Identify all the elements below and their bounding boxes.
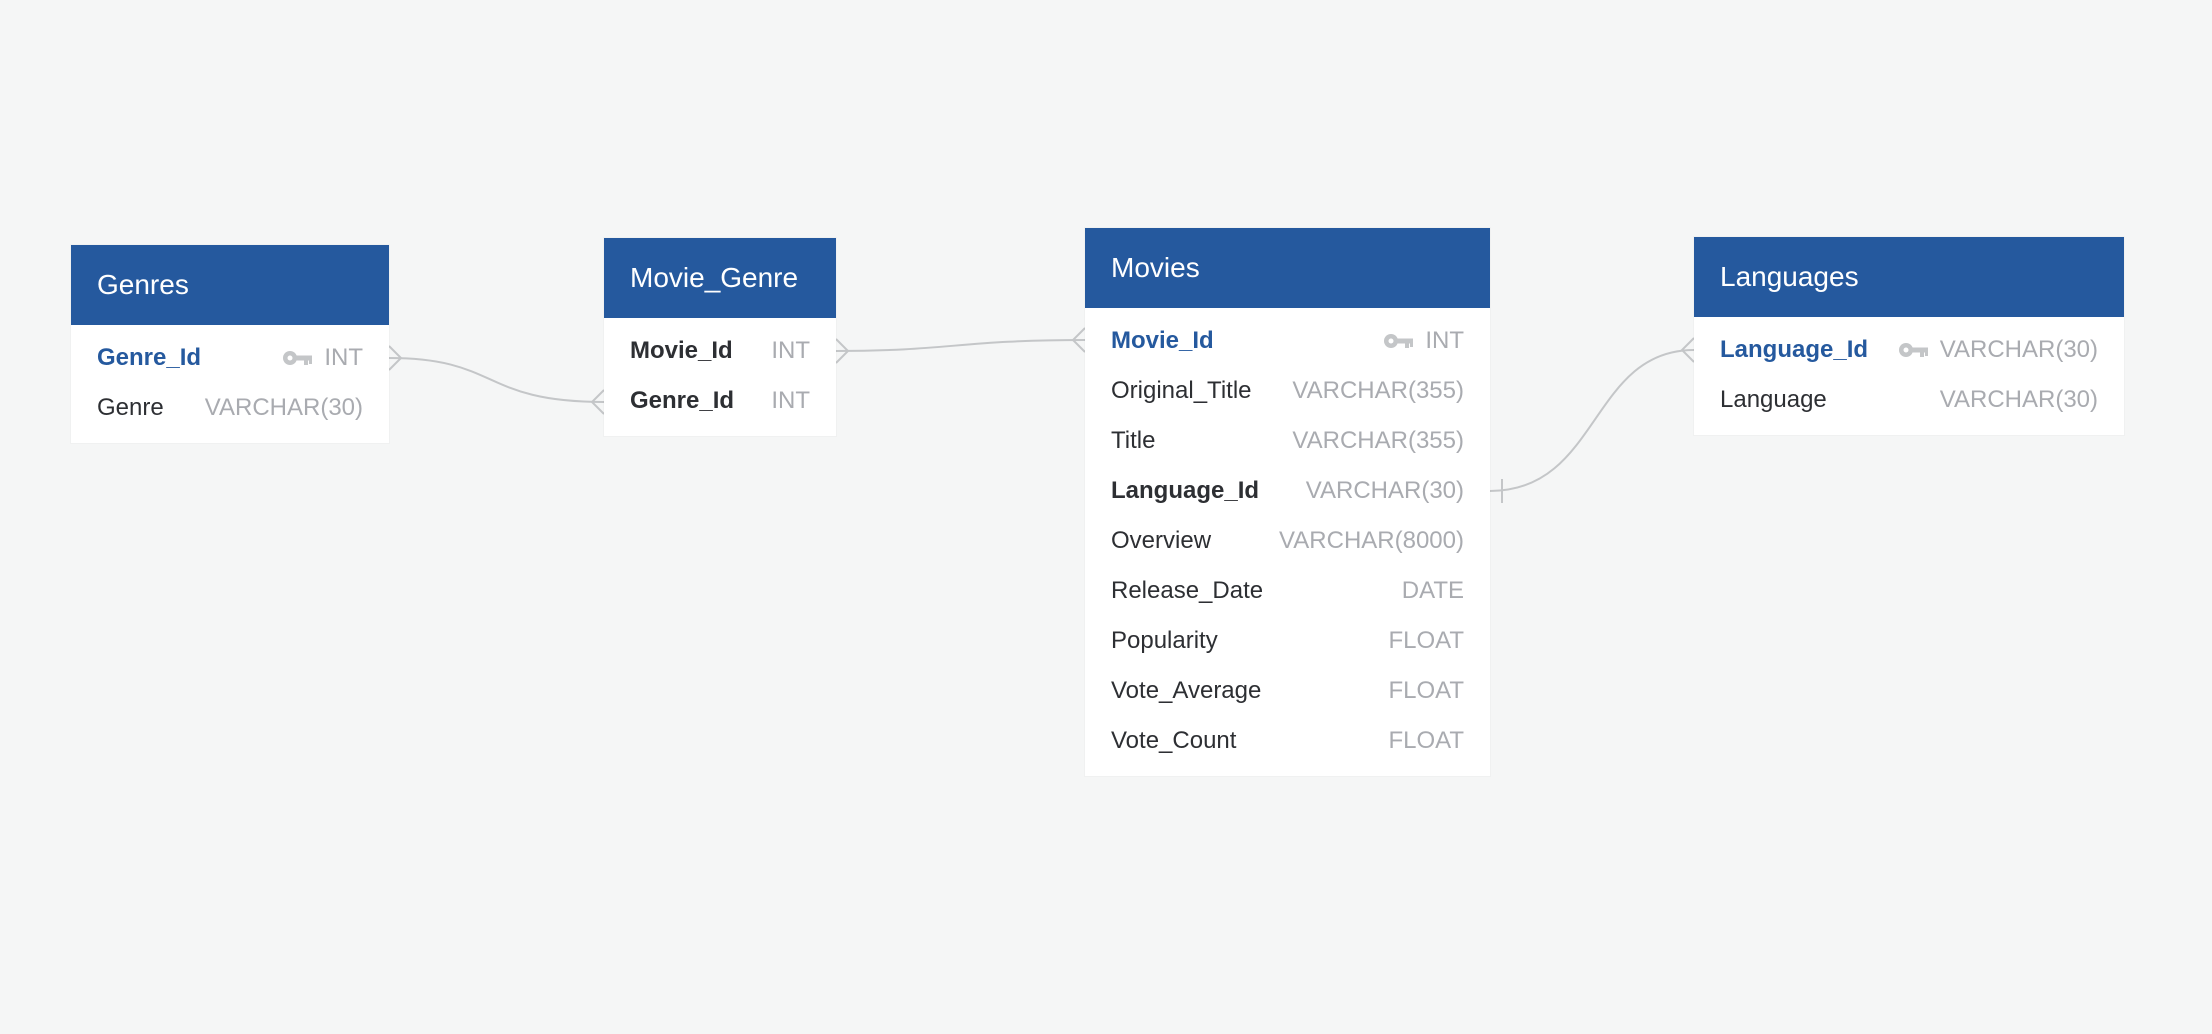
column-row-movie-id[interactable]: Movie_Id INT bbox=[604, 326, 836, 376]
column-type: VARCHAR(355) bbox=[1292, 427, 1464, 454]
table-genres[interactable]: Genres Genre_Id INT Genre VARCHAR(30) bbox=[71, 245, 389, 443]
column-row-title[interactable]: Title VARCHAR(355) bbox=[1085, 416, 1490, 466]
crowfoot-genres-end bbox=[388, 345, 403, 371]
column-type: FLOAT bbox=[1388, 727, 1464, 754]
column-type: INT bbox=[771, 387, 810, 414]
column-type: VARCHAR(30) bbox=[1939, 336, 2098, 363]
column-row-language[interactable]: Language VARCHAR(30) bbox=[1694, 375, 2124, 425]
crowfoot-movies-movie-end bbox=[1071, 327, 1086, 353]
table-header-movie-genre: Movie_Genre bbox=[604, 238, 836, 318]
column-name: Original_Title bbox=[1111, 377, 1252, 404]
crowfoot-languages-end bbox=[1680, 337, 1695, 363]
column-row-overview[interactable]: Overview VARCHAR(8000) bbox=[1085, 516, 1490, 566]
table-title-genres: Genres bbox=[97, 269, 189, 300]
table-header-movies: Movies bbox=[1085, 228, 1490, 308]
table-languages[interactable]: Languages Language_Id VARCHAR(30) Langua… bbox=[1694, 237, 2124, 435]
column-row-popularity[interactable]: Popularity FLOAT bbox=[1085, 616, 1490, 666]
column-type: VARCHAR(8000) bbox=[1279, 527, 1464, 554]
column-type: FLOAT bbox=[1388, 627, 1464, 654]
connector-movies-languages bbox=[1489, 349, 1695, 492]
column-name: Movie_Id bbox=[1111, 327, 1214, 354]
column-row-original-title[interactable]: Original_Title VARCHAR(355) bbox=[1085, 366, 1490, 416]
column-row-movie-id[interactable]: Movie_Id INT bbox=[1085, 316, 1490, 366]
column-row-vote-count[interactable]: Vote_Count FLOAT bbox=[1085, 716, 1490, 766]
column-name: Genre_Id bbox=[630, 387, 735, 414]
column-row-genre[interactable]: Genre VARCHAR(30) bbox=[71, 383, 389, 433]
column-name: Language_Id bbox=[1720, 336, 1869, 363]
connector-genres-movie-genre bbox=[388, 357, 605, 403]
crowfoot-movie-genre-genre-end bbox=[590, 389, 605, 415]
column-name: Overview bbox=[1111, 527, 1212, 554]
table-title-movies: Movies bbox=[1111, 252, 1200, 283]
column-type: INT bbox=[1425, 327, 1464, 354]
column-name: Release_Date bbox=[1111, 577, 1264, 604]
column-name: Title bbox=[1111, 427, 1156, 454]
column-name: Language_Id bbox=[1111, 477, 1260, 504]
column-row-genre-id[interactable]: Genre_Id INT bbox=[71, 333, 389, 383]
column-type: INT bbox=[771, 337, 810, 364]
table-header-languages: Languages bbox=[1694, 237, 2124, 317]
key-icon bbox=[283, 351, 313, 365]
column-type: INT bbox=[324, 344, 363, 371]
table-movies[interactable]: Movies Movie_Id INT Original_Title VARCH… bbox=[1085, 228, 1490, 776]
column-name: Genre_Id bbox=[97, 344, 202, 371]
column-row-genre-id[interactable]: Genre_Id INT bbox=[604, 376, 836, 426]
column-row-vote-average[interactable]: Vote_Average FLOAT bbox=[1085, 666, 1490, 716]
column-row-language-id[interactable]: Language_Id VARCHAR(30) bbox=[1694, 325, 2124, 375]
crowfoot-movie-genre-movie-end bbox=[835, 338, 850, 364]
column-name: Genre bbox=[97, 394, 164, 421]
column-name: Movie_Id bbox=[630, 337, 733, 364]
column-row-language-id[interactable]: Language_Id VARCHAR(30) bbox=[1085, 466, 1490, 516]
table-title-languages: Languages bbox=[1720, 261, 1859, 292]
column-row-release-date[interactable]: Release_Date DATE bbox=[1085, 566, 1490, 616]
column-name: Vote_Count bbox=[1111, 727, 1237, 754]
column-type: VARCHAR(30) bbox=[1305, 477, 1464, 504]
table-title-movie-genre: Movie_Genre bbox=[630, 262, 799, 293]
key-icon bbox=[1384, 334, 1414, 348]
table-movie-genre[interactable]: Movie_Genre Movie_Id INT Genre_Id INT bbox=[604, 238, 836, 436]
column-type: DATE bbox=[1401, 577, 1464, 604]
column-name: Language bbox=[1720, 386, 1827, 413]
column-type: VARCHAR(30) bbox=[1939, 386, 2098, 413]
column-type: VARCHAR(355) bbox=[1292, 377, 1464, 404]
key-icon bbox=[1898, 343, 1928, 357]
connector-movie-genre-movies bbox=[835, 339, 1086, 352]
table-header-genres: Genres bbox=[71, 245, 389, 325]
column-type: VARCHAR(30) bbox=[204, 394, 363, 421]
column-name: Popularity bbox=[1111, 627, 1218, 654]
column-type: FLOAT bbox=[1388, 677, 1464, 704]
column-name: Vote_Average bbox=[1111, 677, 1262, 704]
